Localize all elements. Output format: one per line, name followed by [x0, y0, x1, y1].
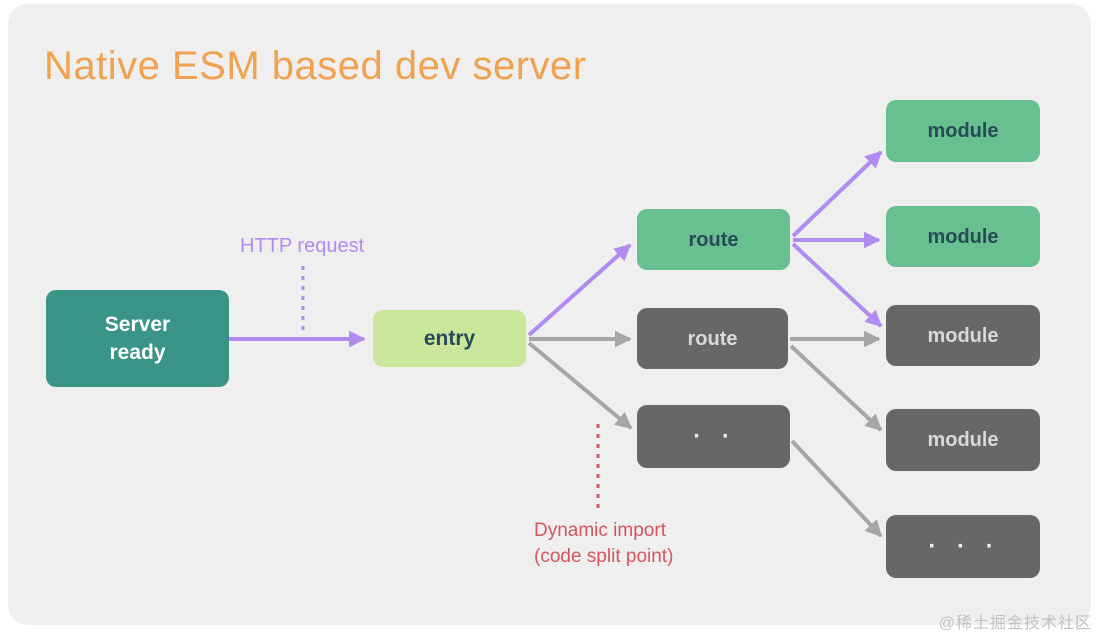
node-dots-bottom: · · ·: [886, 515, 1040, 578]
node-route-gray: route: [637, 308, 788, 369]
node-module-2: module: [886, 206, 1040, 267]
node-module-4: module: [886, 409, 1040, 471]
node-server-ready: Server ready: [46, 290, 229, 387]
node-dots-mid: · ·: [637, 405, 790, 468]
node-module-1: module: [886, 100, 1040, 162]
node-module-3: module: [886, 305, 1040, 366]
node-entry: entry: [373, 310, 526, 367]
watermark: @稀土掘金技术社区: [938, 615, 1092, 632]
diagram-title: Native ESM based dev server: [44, 44, 587, 88]
node-route-green: route: [637, 209, 790, 270]
